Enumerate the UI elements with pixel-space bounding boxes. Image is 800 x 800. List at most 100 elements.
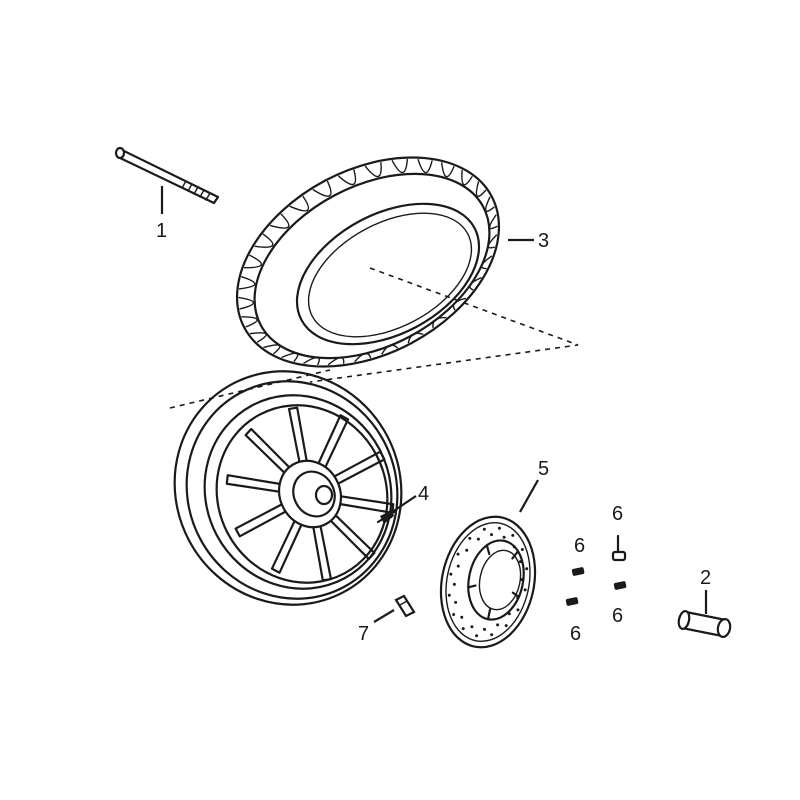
disc-hole bbox=[454, 600, 458, 604]
wheel-rim-part bbox=[173, 370, 403, 606]
disc-hole bbox=[482, 527, 486, 531]
disc-hole bbox=[468, 536, 472, 540]
disc-hole bbox=[497, 526, 501, 530]
callout-6-top-right: 6 bbox=[612, 503, 623, 525]
disc-hole bbox=[502, 535, 506, 539]
wheel-spoke bbox=[317, 414, 350, 469]
tread-block bbox=[249, 332, 267, 343]
disc-hole bbox=[475, 634, 479, 638]
wheel-spoke bbox=[270, 519, 303, 574]
callout-5-leader bbox=[519, 479, 539, 513]
callout-1: 1 bbox=[156, 220, 167, 242]
disc-hole bbox=[489, 533, 493, 537]
disc-carrier-arm bbox=[485, 544, 491, 556]
disc-hole bbox=[507, 612, 511, 616]
wheel-spoke bbox=[312, 525, 333, 582]
axle-part bbox=[114, 146, 220, 205]
tread-block bbox=[338, 169, 357, 186]
brake-disc-holes bbox=[447, 526, 529, 638]
tread-block bbox=[488, 214, 498, 230]
disc-hole bbox=[461, 627, 465, 631]
callout-6-top-left: 6 bbox=[574, 535, 585, 557]
callout-4: 4 bbox=[418, 483, 429, 505]
disc-hole bbox=[465, 548, 469, 552]
disc-hole bbox=[516, 608, 520, 612]
wheel-spoke bbox=[287, 406, 308, 463]
wheel-spoke bbox=[329, 514, 376, 561]
pin-part bbox=[394, 594, 416, 618]
wheel-spoke bbox=[225, 474, 281, 493]
tread-block bbox=[238, 296, 255, 310]
callout-4-leader bbox=[391, 495, 417, 513]
tread-block bbox=[364, 161, 382, 178]
disc-hole bbox=[512, 545, 516, 549]
callout-2: 2 bbox=[700, 567, 711, 589]
disc-carrier-arm bbox=[486, 608, 492, 621]
assembly-guide-lines bbox=[169, 267, 579, 409]
tread-block bbox=[441, 162, 455, 178]
tread-block bbox=[407, 332, 424, 344]
callout-6-bottom-left: 6 bbox=[570, 623, 581, 645]
disc-hole bbox=[447, 593, 451, 597]
disc-hole bbox=[452, 612, 456, 616]
tire-tread bbox=[238, 158, 498, 366]
disc-bolt-c bbox=[613, 581, 627, 590]
tread-block bbox=[263, 344, 281, 355]
disc-carrier-arm bbox=[511, 550, 520, 560]
disc-hole bbox=[456, 564, 460, 568]
tread-block bbox=[269, 213, 290, 229]
tread-block bbox=[480, 255, 493, 270]
disc-carrier-arm bbox=[511, 591, 520, 599]
disc-carrier-arm bbox=[467, 584, 477, 589]
tread-block bbox=[487, 234, 498, 249]
disc-bolt-a bbox=[611, 534, 627, 562]
wheel-spoke bbox=[333, 450, 386, 485]
wheel-spoke bbox=[339, 495, 395, 514]
tread-block bbox=[238, 276, 256, 290]
tread-block bbox=[327, 356, 345, 366]
disc-hole bbox=[470, 625, 474, 629]
disc-hole bbox=[456, 552, 460, 556]
tread-block bbox=[485, 196, 495, 212]
tread-block bbox=[289, 195, 310, 212]
tread-block bbox=[254, 233, 274, 248]
wheel-spoke bbox=[234, 503, 287, 538]
disc-hole bbox=[490, 633, 494, 637]
disc-hole bbox=[504, 624, 508, 628]
disc-bolt-b bbox=[571, 567, 585, 576]
tread-block bbox=[281, 352, 299, 362]
tread-block bbox=[475, 181, 487, 198]
tread-block bbox=[303, 356, 320, 366]
brake-disc-part bbox=[439, 515, 537, 649]
tread-block bbox=[381, 344, 398, 355]
tread-block bbox=[391, 158, 409, 174]
disc-hole bbox=[523, 588, 527, 592]
tread-block bbox=[469, 277, 482, 291]
tread-block bbox=[461, 169, 473, 186]
callout-7: 7 bbox=[358, 623, 369, 645]
disc-bolt-d bbox=[565, 597, 579, 606]
disc-hole bbox=[511, 533, 515, 537]
valve-part bbox=[376, 510, 396, 524]
disc-hole bbox=[449, 572, 453, 576]
tread-block bbox=[241, 316, 258, 328]
disc-hole bbox=[476, 537, 480, 541]
disc-hole bbox=[496, 623, 500, 627]
callout-3: 3 bbox=[538, 230, 549, 252]
disc-hole bbox=[525, 567, 529, 571]
spacer-collar-part bbox=[677, 610, 732, 638]
callout-5: 5 bbox=[538, 458, 549, 480]
tread-block bbox=[243, 254, 262, 269]
disc-hole bbox=[518, 560, 522, 564]
disc-hole bbox=[520, 548, 524, 552]
disc-hole bbox=[483, 627, 487, 631]
tread-block bbox=[432, 316, 447, 329]
wheel-spoke bbox=[244, 427, 291, 474]
tire-part bbox=[235, 156, 501, 368]
wheel-spokes bbox=[225, 406, 395, 582]
callout-7-leader bbox=[373, 609, 395, 623]
disc-hole bbox=[520, 578, 524, 582]
callout-6-bottom-right: 6 bbox=[612, 605, 623, 627]
tread-block bbox=[417, 158, 433, 174]
